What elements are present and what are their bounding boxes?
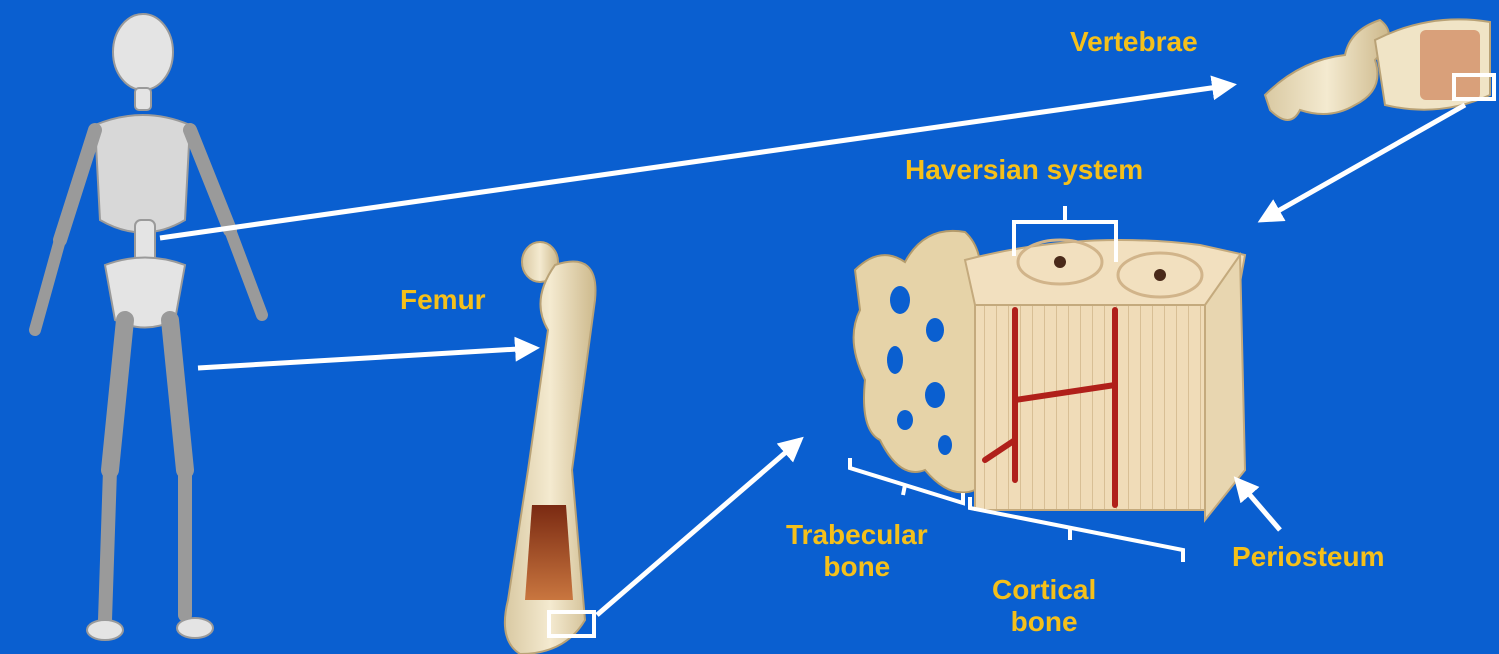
femur-marrow-cavity bbox=[525, 505, 573, 600]
left-femur-bone bbox=[110, 320, 125, 470]
haversian-canal-2 bbox=[1154, 269, 1166, 281]
left-tibia bbox=[105, 470, 110, 620]
vertebra-illustration bbox=[1265, 19, 1494, 120]
femur-label: Femur bbox=[400, 284, 486, 316]
right-foot bbox=[177, 618, 213, 638]
right-femur-bone bbox=[170, 320, 185, 470]
trabecular-label-line1: Trabecular bbox=[786, 519, 928, 551]
cortical-bone-front bbox=[975, 305, 1205, 510]
haversian-system-label: Haversian system bbox=[905, 154, 1143, 186]
arrow-periosteum bbox=[1237, 480, 1280, 530]
femur-illustration bbox=[505, 242, 596, 654]
ribcage bbox=[95, 115, 190, 233]
arrow-femur-to-block bbox=[597, 440, 800, 615]
right-humerus bbox=[190, 130, 230, 230]
vertebrae-label: Vertebrae bbox=[1070, 26, 1198, 58]
right-forearm bbox=[230, 230, 262, 315]
arrow-leg-to-femur bbox=[198, 348, 535, 368]
skull bbox=[113, 14, 173, 90]
periosteum-label: Periosteum bbox=[1232, 541, 1385, 573]
cortical-label-line2: bone bbox=[992, 606, 1096, 638]
left-forearm bbox=[35, 240, 60, 330]
vertebral-process bbox=[1265, 20, 1389, 120]
trabecular-bone-region bbox=[854, 231, 981, 493]
cortical-bone-label: Cortical bone bbox=[992, 574, 1096, 638]
vertebral-cancellous-face bbox=[1420, 30, 1480, 100]
trabecular-bone-label: Trabecular bone bbox=[786, 519, 928, 583]
cortical-label-line1: Cortical bbox=[992, 574, 1096, 606]
trabecular-label-line2: bone bbox=[786, 551, 928, 583]
human-skeleton-icon bbox=[35, 14, 262, 640]
arrow-vertebra-to-block bbox=[1262, 105, 1465, 220]
left-humerus bbox=[60, 130, 95, 240]
haversian-canal-1 bbox=[1054, 256, 1066, 268]
bone-cross-section-illustration bbox=[854, 231, 1245, 520]
left-foot bbox=[87, 620, 123, 640]
neck bbox=[135, 88, 151, 110]
